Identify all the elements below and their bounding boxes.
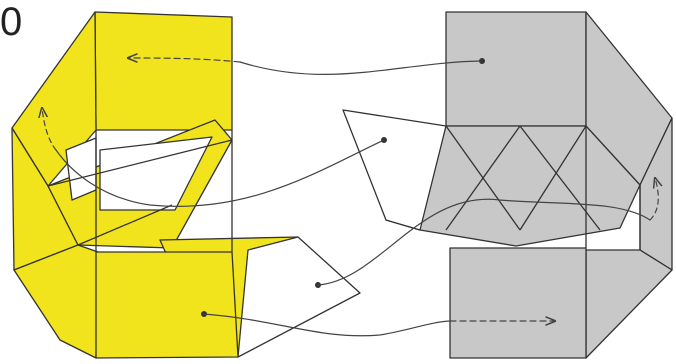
gray-right-bottom-face xyxy=(586,250,672,358)
yellow-model-left xyxy=(12,12,360,358)
yellow-bottom-square xyxy=(96,252,238,358)
gray-model-right xyxy=(343,12,672,358)
gray-top-square xyxy=(446,12,586,126)
gray-bottom-square xyxy=(450,248,586,358)
yellow-top-square xyxy=(95,12,232,130)
white-flap-lower xyxy=(238,237,360,357)
